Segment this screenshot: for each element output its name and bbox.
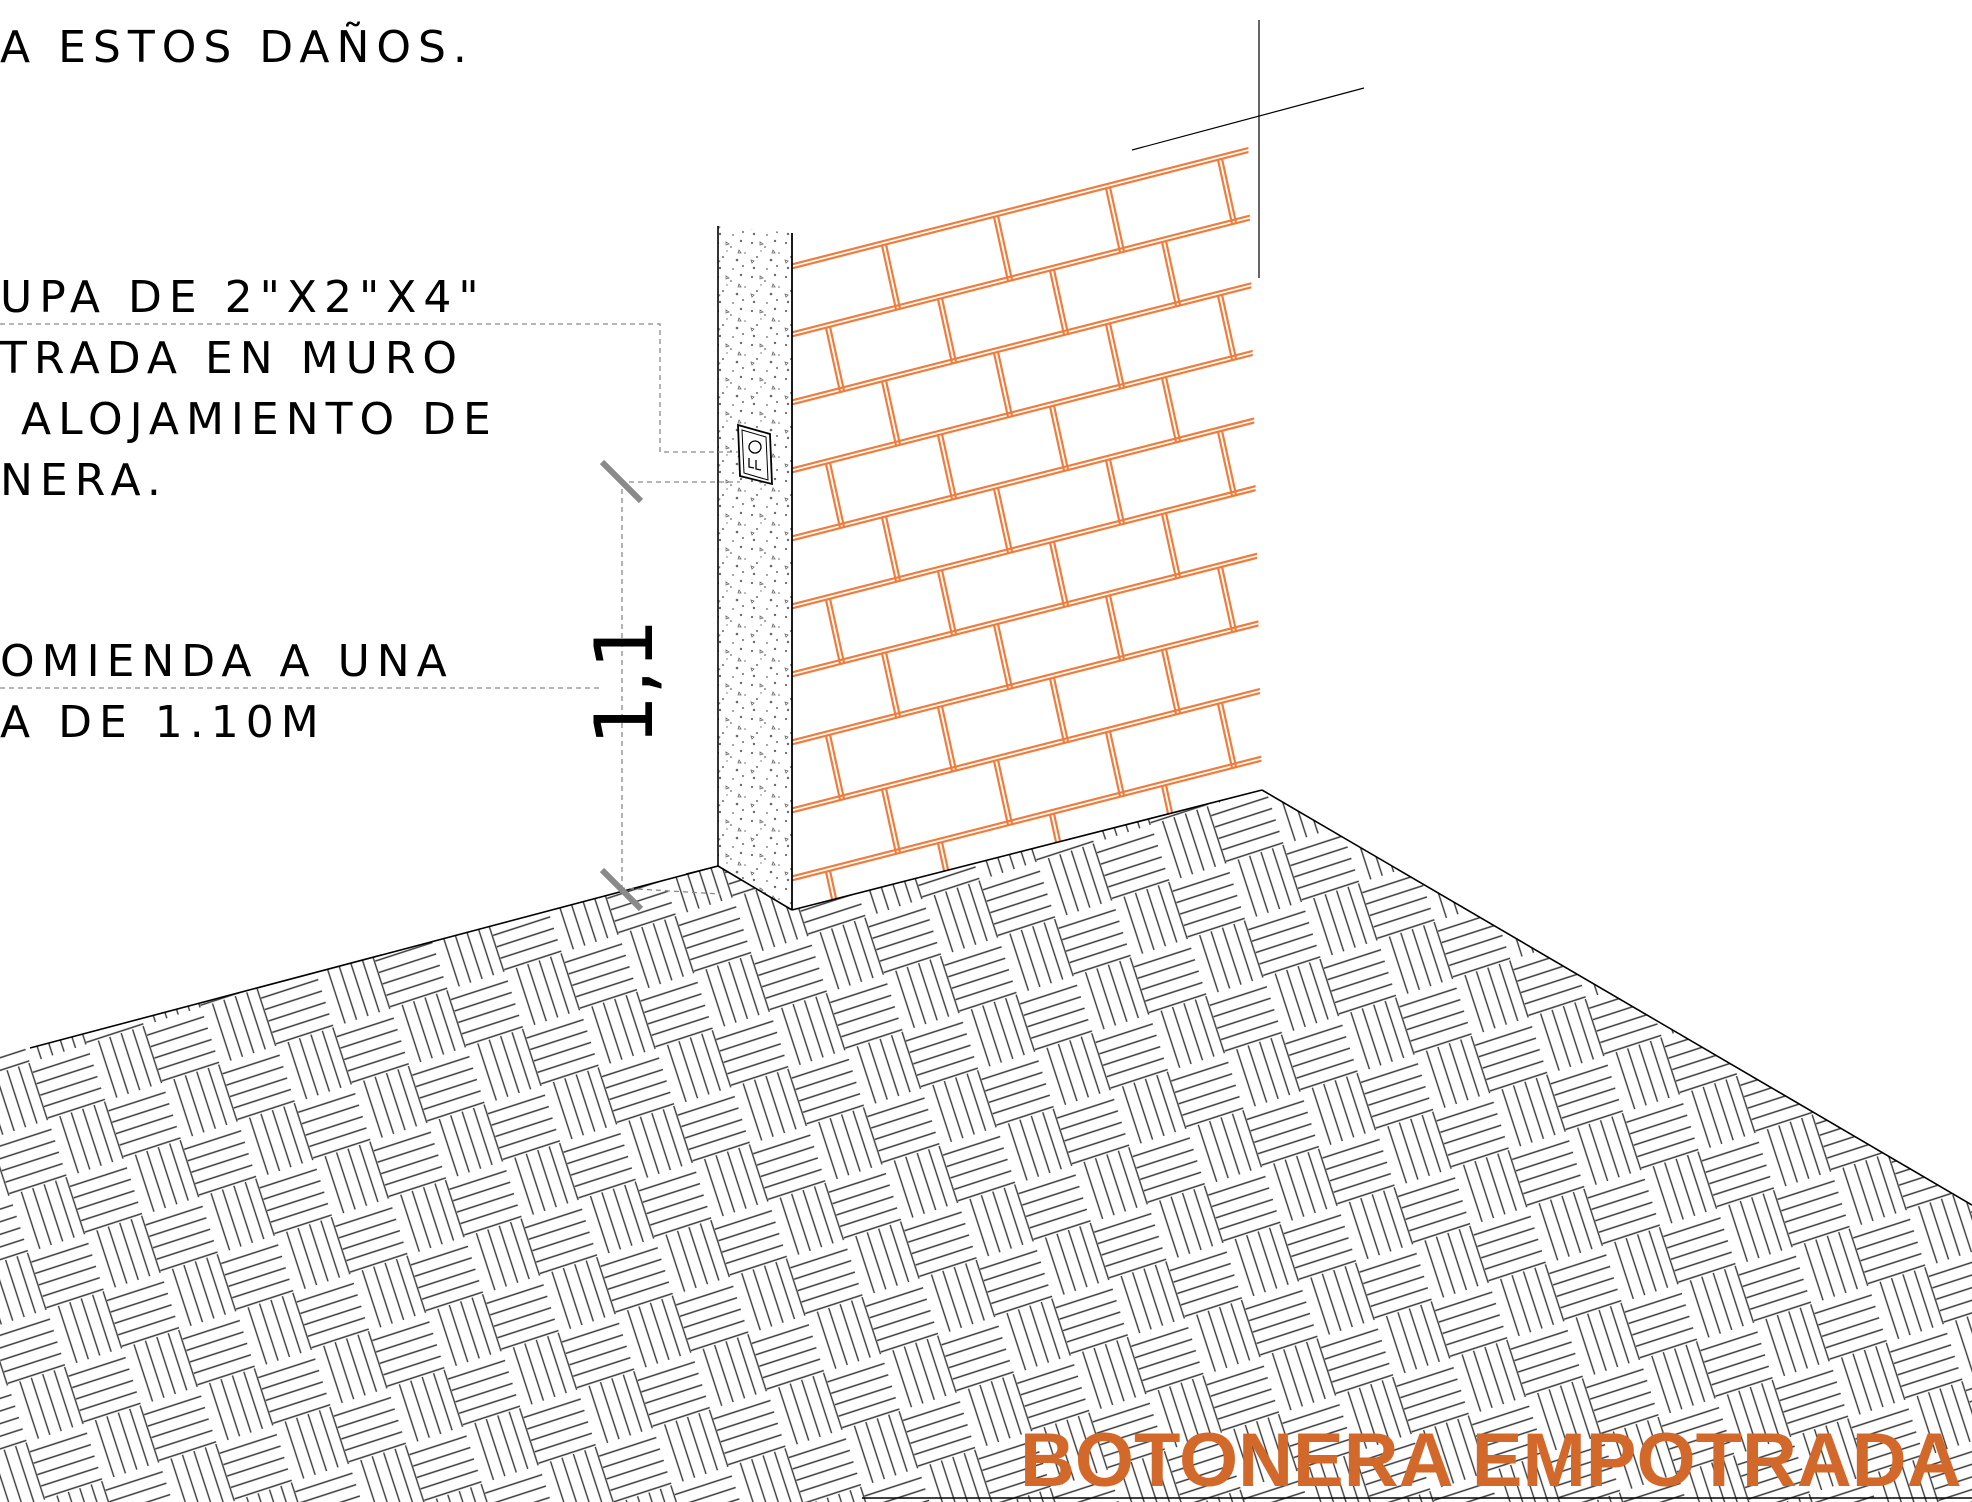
- note-top-line: A ESTOS DAÑOS.: [0, 21, 474, 73]
- wall-base-line: [791, 789, 1263, 911]
- crosshair-marker: [1131, 20, 1365, 278]
- drawing-title: BOTONERA EMPOTRADA: [1020, 1418, 1962, 1502]
- concrete-column: [685, 226, 793, 911]
- brick-wall: [792, 130, 1262, 910]
- drawing-title-block: BOTONERA EMPOTRADA: [862, 1418, 1972, 1502]
- leader-lines: [0, 323, 740, 895]
- height-note-line-2: A DE 1.10M: [0, 697, 326, 748]
- dimension-tick-top: [599, 459, 644, 504]
- push-button-box: [737, 423, 773, 486]
- pipe-note-line-2: TRADA EN MURO: [0, 333, 464, 384]
- pipe-note-line-4: NERA.: [0, 455, 168, 506]
- height-note-line-1: OMIENDA A UNA: [0, 636, 454, 687]
- annotation-notes: A ESTOS DAÑOS. UPA DE 2"X2"X4" TRADA EN …: [0, 21, 498, 748]
- dimension-tick-bottom: [599, 867, 644, 912]
- dimension-value: 1,1: [578, 618, 671, 745]
- height-dimension: 1,1: [578, 459, 671, 912]
- pipe-note-line-3: ALOJAMIENTO DE: [0, 394, 498, 445]
- pipe-note-line-1: UPA DE 2"X2"X4": [0, 272, 486, 323]
